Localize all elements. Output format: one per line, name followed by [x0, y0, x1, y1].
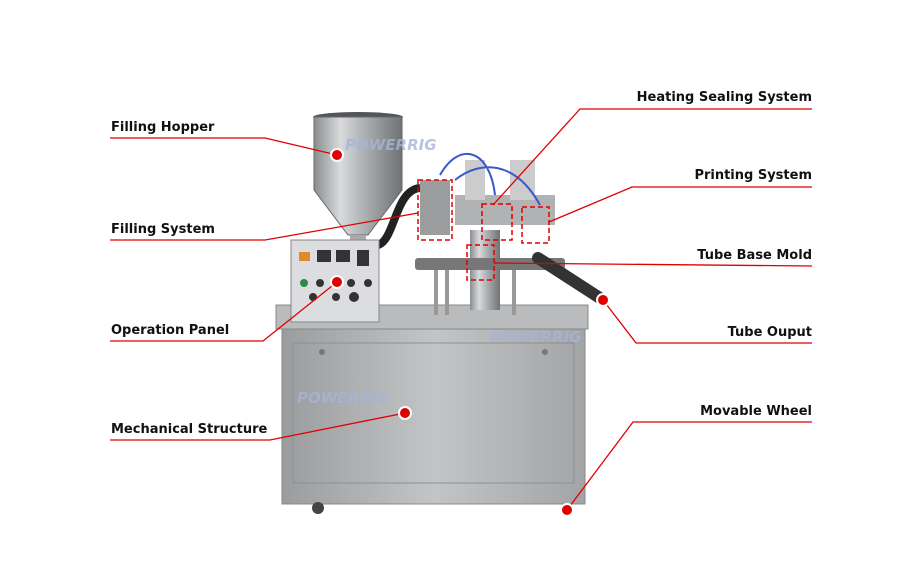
- highlight-boxes: [417, 179, 550, 281]
- svg-text:POWERRIG: POWERRIG: [490, 328, 582, 346]
- label-heating-sealing-system: Heating Sealing System: [636, 90, 812, 105]
- label-filling-hopper: Filling Hopper: [111, 120, 215, 135]
- svg-text:POWERRIG: POWERRIG: [345, 136, 437, 154]
- tube-output-chute: [532, 252, 609, 306]
- filling-sealing-mechanism: [415, 153, 609, 315]
- feed-hose: [375, 184, 422, 249]
- label-tube-output: Tube Ouput: [727, 325, 812, 340]
- watermark: POWERRIG POWERRIG POWERRIG: [297, 136, 582, 407]
- filling-hopper: [313, 112, 403, 247]
- label-printing-system: Printing System: [694, 168, 812, 183]
- label-tube-base-mold: Tube Base Mold: [697, 248, 812, 263]
- label-movable-wheel: Movable Wheel: [700, 404, 812, 419]
- callout-lines: [110, 108, 813, 511]
- mechanical-structure-cabinet: [275, 304, 589, 505]
- label-operation-panel: Operation Panel: [111, 323, 230, 338]
- svg-text:POWERRIG: POWERRIG: [297, 389, 389, 407]
- label-filling-system: Filling System: [111, 222, 215, 237]
- callout-dots: [330, 148, 610, 517]
- label-mechanical-structure: Mechanical Structure: [111, 422, 268, 437]
